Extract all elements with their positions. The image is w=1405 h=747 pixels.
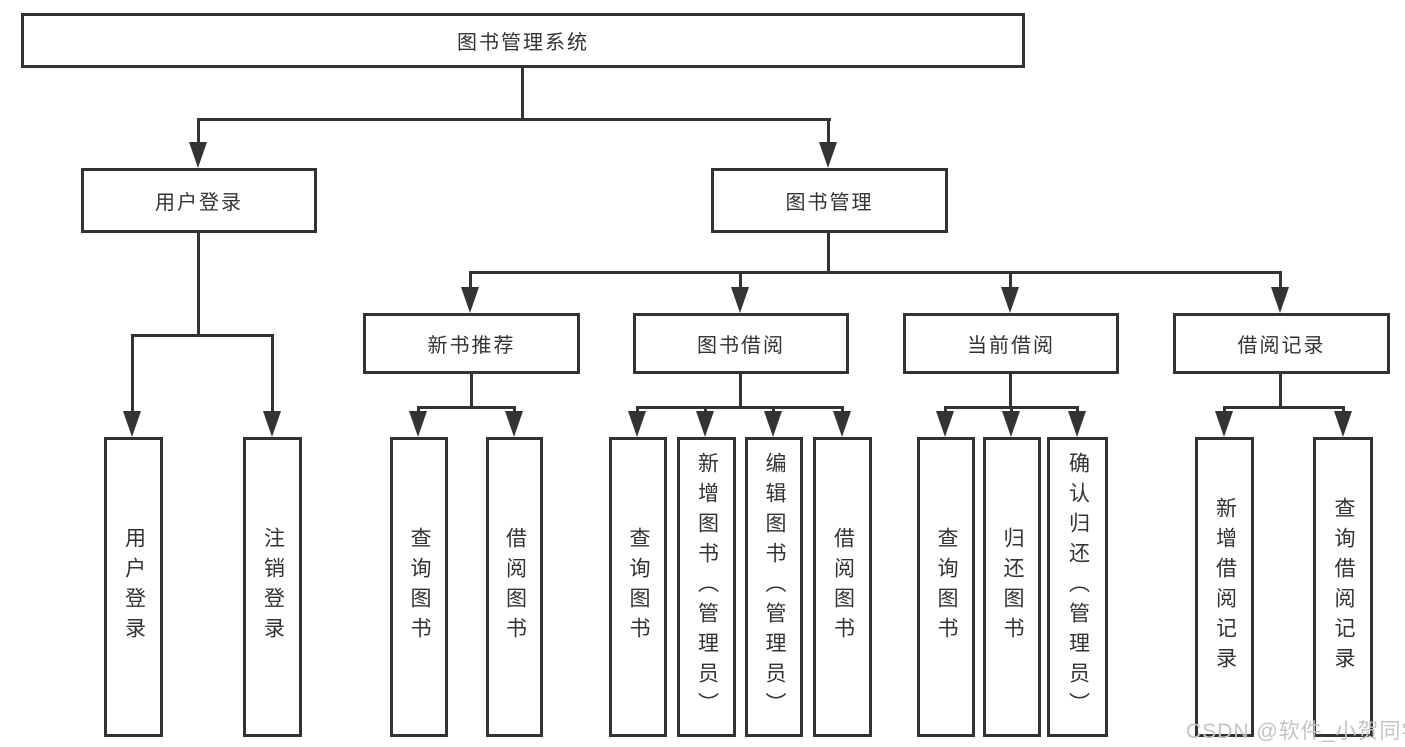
arrowhead-icon: [1215, 411, 1233, 437]
connector-line: [739, 271, 742, 291]
watermark-text: CSDN @软件_小贺同学: [1186, 720, 1405, 743]
arrowhead-icon: [764, 411, 782, 437]
node-edit-books-admin: 编辑图书（管理员）: [745, 437, 803, 737]
node-label: 用户登录: [155, 192, 243, 214]
arrowhead-icon: [1001, 287, 1019, 313]
connector-line: [417, 406, 516, 409]
arrowhead-icon: [461, 287, 479, 313]
node-label: 新增图书（管理员）: [695, 452, 719, 722]
arrowhead-icon: [123, 411, 141, 437]
node-user-login-leaf: 用户登录: [104, 437, 163, 737]
connector-line: [521, 68, 524, 121]
node-label: 图书管理系统: [457, 32, 589, 54]
node-label: 当前借阅: [967, 335, 1055, 357]
node-label: 注销登录: [261, 527, 285, 647]
connector-line: [469, 271, 472, 291]
node-label: 图书管理: [785, 192, 874, 214]
node-label: 归还图书: [1001, 527, 1024, 647]
connector-line: [1279, 271, 1282, 291]
connector-line: [827, 233, 830, 274]
node-label: 图书借阅: [697, 335, 785, 357]
node-label: 查询图书: [935, 527, 958, 647]
connector-line: [271, 334, 274, 416]
arrowhead-icon: [696, 411, 714, 437]
node-label: 新增借阅记录: [1213, 497, 1237, 677]
connector-line: [1223, 406, 1345, 409]
node-query-books-borrow: 查询图书: [609, 437, 667, 737]
arrowhead-icon: [1068, 411, 1086, 437]
arrowhead-icon: [628, 411, 646, 437]
node-label: 用户登录: [122, 527, 146, 647]
arrowhead-icon: [1271, 287, 1289, 313]
node-user-login: 用户登录: [81, 168, 317, 233]
arrowhead-icon: [189, 142, 207, 168]
connector-line: [739, 374, 742, 409]
node-new-book-recommend: 新书推荐: [363, 313, 580, 374]
node-label: 借阅图书: [831, 527, 855, 647]
connector-line: [197, 118, 831, 121]
node-logout: 注销登录: [243, 437, 302, 737]
node-label: 查询图书: [408, 527, 431, 647]
connector-line: [197, 233, 200, 337]
node-label: 借阅记录: [1237, 335, 1326, 357]
arrowhead-icon: [505, 411, 523, 437]
node-query-books-recommend: 查询图书: [390, 437, 448, 737]
node-current-borrow: 当前借阅: [903, 313, 1119, 374]
connector-line: [1279, 374, 1282, 409]
node-book-borrow: 图书借阅: [633, 313, 849, 374]
node-label: 借阅图书: [503, 527, 527, 647]
node-confirm-return-admin: 确认归还（管理员）: [1047, 437, 1108, 737]
connector-line: [1009, 374, 1012, 409]
connector-line: [1009, 271, 1012, 291]
node-borrow-books-leaf: 借阅图书: [813, 437, 872, 737]
connector-line: [197, 118, 200, 146]
node-system-root: 图书管理系统: [21, 13, 1025, 68]
node-query-borrow-record: 查询借阅记录: [1313, 437, 1373, 737]
node-query-books-current: 查询图书: [917, 437, 975, 737]
arrowhead-icon: [1334, 411, 1352, 437]
node-label: 查询图书: [627, 527, 650, 647]
arrowhead-icon: [409, 411, 427, 437]
connector-line: [131, 334, 274, 337]
arrowhead-icon: [731, 287, 749, 313]
connector-line: [470, 374, 473, 409]
connector-line: [469, 271, 1282, 274]
arrowhead-icon: [819, 142, 837, 168]
node-borrow-books-recommend: 借阅图书: [486, 437, 543, 737]
arrowhead-icon: [1002, 411, 1020, 437]
node-label: 查询借阅记录: [1332, 497, 1355, 677]
node-add-borrow-record: 新增借阅记录: [1195, 437, 1254, 737]
arrowhead-icon: [263, 411, 281, 437]
node-add-books-admin: 新增图书（管理员）: [677, 437, 736, 737]
node-borrow-records: 借阅记录: [1173, 313, 1390, 374]
connector-line: [636, 406, 844, 409]
connector-line: [827, 118, 830, 146]
node-label: 确认归还（管理员）: [1066, 452, 1090, 722]
node-label: 编辑图书（管理员）: [763, 452, 786, 722]
node-book-management: 图书管理: [711, 168, 948, 233]
arrowhead-icon: [936, 411, 954, 437]
arrowhead-icon: [833, 411, 851, 437]
connector-line: [131, 334, 134, 416]
node-return-books: 归还图书: [983, 437, 1041, 737]
node-label: 新书推荐: [427, 335, 516, 357]
